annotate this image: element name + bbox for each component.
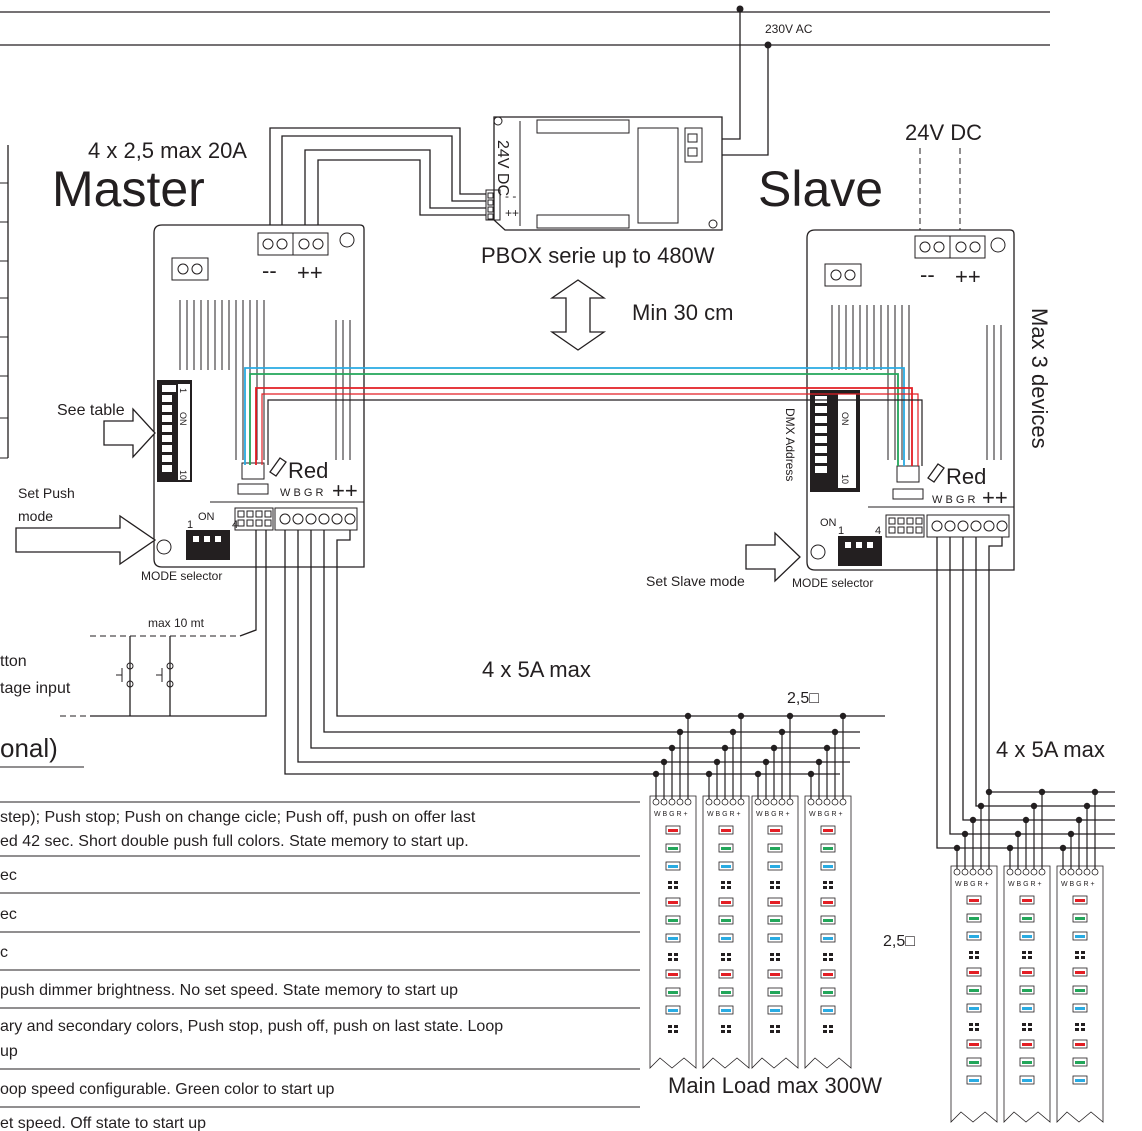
svg-text:W B G R +: W B G R + <box>707 811 741 818</box>
led-strip-icon: W B G R + <box>702 712 750 1069</box>
set-push-arrow-icon <box>15 514 157 566</box>
svg-text:W B G R +: W B G R + <box>955 881 989 888</box>
arrow-updown-icon <box>549 279 607 351</box>
slave-on-label: ON <box>820 517 837 529</box>
set-push: Set Push <box>18 485 75 501</box>
table-row-3: ec <box>0 867 17 884</box>
table-row-4: ec <box>0 906 17 923</box>
led-strip-icon: W B G R + <box>649 712 697 1069</box>
slave-red: Red <box>946 464 986 489</box>
dc-label: 24V DC <box>905 120 982 145</box>
slave-title: Slave <box>758 161 883 217</box>
svg-text:W B G R +: W B G R + <box>1061 881 1095 888</box>
master-rgbw-plus: ++ <box>332 478 358 503</box>
psu-name: PBOX serie up to 480W <box>481 243 715 268</box>
master-plus: ++ <box>297 260 323 285</box>
svg-text:W B G R +: W B G R + <box>809 811 843 818</box>
slave-dip4: 4 <box>875 525 881 537</box>
slave-dip-switch-icon <box>810 390 860 492</box>
max-10mt: max 10 mt <box>148 616 205 630</box>
led-strip-icon: W B G R + <box>950 788 998 1123</box>
led-strip-icon: W B G R + <box>804 712 852 1069</box>
four-x-5a-master: 4 x 5A max <box>482 657 591 682</box>
master-led-strips: W B G R + W B G R + W B G R + W B G R + <box>649 712 852 1069</box>
dip-switch-icon <box>157 380 192 482</box>
slave-mode-selector: MODE selector <box>792 576 873 590</box>
psu-side-label: 24V DC <box>494 140 511 196</box>
four-x-5a-slave: 4 x 5A max <box>996 737 1105 762</box>
dmx-address: DMX Address <box>783 408 797 481</box>
main-load: Main Load max 300W <box>668 1073 882 1098</box>
slave-rgbw: W B G R <box>932 494 975 506</box>
master-dip-ten: 10 <box>178 470 188 480</box>
dmx-link-wires <box>244 367 923 466</box>
min-distance: Min 30 cm <box>632 300 733 325</box>
slave-heatsink <box>831 305 1002 460</box>
set-push-mode: mode <box>18 508 53 524</box>
slave-led-strips: W B G R + W B G R + W B G R + <box>950 788 1104 1123</box>
table-row-7: ary and secondary colors, Push stop, pus… <box>0 1018 503 1035</box>
see-table: See table <box>57 402 125 419</box>
master-mode-selector: MODE selector <box>141 569 222 583</box>
master-load-bus <box>284 530 885 775</box>
ac-label: 230V AC <box>765 22 813 36</box>
master-minus: -- <box>262 258 277 283</box>
master-dip-one: 1 <box>178 388 188 393</box>
section-slave: 2,5□ <box>883 933 915 950</box>
psu-box <box>485 116 723 231</box>
pushbutton-wiring <box>60 530 267 717</box>
led-strip-icon: W B G R + <box>751 712 799 1069</box>
pushbutton-icon <box>116 662 174 688</box>
slave-load-bus <box>936 537 1115 849</box>
slave-plus: ++ <box>955 264 981 289</box>
arrow-right-icon <box>103 407 156 459</box>
table-row-8: up <box>0 1043 18 1060</box>
psu-wires <box>269 127 486 232</box>
slave-minus: -- <box>920 262 935 287</box>
section-master: 2,5□ <box>787 690 819 707</box>
master-dip-on: ON <box>178 412 188 426</box>
master-title: Master <box>52 161 205 217</box>
slave-rgbw-plus: ++ <box>982 485 1008 510</box>
psu-minus: - - <box>505 189 516 203</box>
svg-text:W B G R +: W B G R + <box>756 811 790 818</box>
slave-dip1: 1 <box>838 525 844 537</box>
set-slave-arrow-icon <box>745 531 801 583</box>
mode-table <box>0 801 640 1108</box>
master-dip4: 4 <box>232 519 238 531</box>
table-row-10: et speed. Off state to start up <box>0 1115 206 1131</box>
table-row-9: oop speed configurable. Green color to s… <box>0 1081 335 1098</box>
master-rgbw: W B G R <box>280 487 323 499</box>
svg-text:W B G R +: W B G R + <box>1008 881 1042 888</box>
slave-dip-ten: 10 <box>840 474 850 484</box>
master-dip1: 1 <box>187 519 193 531</box>
slave-dip-on: ON <box>840 412 850 426</box>
master-red: Red <box>288 458 328 483</box>
led-strip-icon: W B G R + <box>1056 788 1104 1123</box>
master-red-arrow <box>269 457 287 477</box>
led-strip-icon: W B G R + <box>1003 788 1051 1123</box>
slave-red-arrow <box>927 463 945 483</box>
table-row-2: ed 42 sec. Short double push full colors… <box>0 833 469 850</box>
legend-column-edge <box>0 145 9 459</box>
table-row-1: step); Push stop; Push on change cicle; … <box>0 809 476 826</box>
table-row-6: push dimmer brightness. No set speed. St… <box>0 982 458 999</box>
cable-master: 4 x 2,5 max 20A <box>88 138 247 163</box>
set-slave: Set Slave mode <box>646 573 745 589</box>
voltage-input-partial: tage input <box>0 680 71 697</box>
master-controller: -- ++ 1 ON 10 <box>153 224 365 568</box>
optional-partial: onal) <box>0 733 58 763</box>
master-on-label: ON <box>198 511 215 523</box>
push-button-partial: tton <box>0 653 27 670</box>
max-devices: Max 3 devices <box>1027 308 1052 449</box>
svg-text:W B G R +: W B G R + <box>654 811 688 818</box>
psu-plus: ++ <box>505 206 519 220</box>
table-row-5: c <box>0 944 8 961</box>
